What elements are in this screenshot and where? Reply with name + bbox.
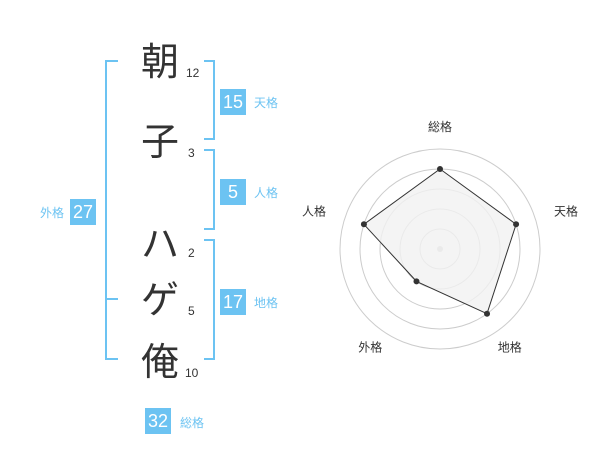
radar-axis-label-0: 総格 (428, 119, 452, 134)
soukaku-badge: 32 (145, 408, 172, 434)
stroke-count-5: 10 (185, 366, 199, 380)
gaikaku-label: 外格 (40, 206, 65, 220)
radar-axis-label-3: 外格 (358, 340, 382, 355)
radar-point-3 (413, 278, 420, 285)
radar-point-1 (513, 221, 520, 228)
stroke-count-1: 12 (186, 66, 200, 80)
radar-point-0 (437, 166, 443, 172)
stroke-count-4: 5 (188, 304, 195, 318)
radar-axis-label-4: 人格 (302, 203, 326, 218)
name-char-2: 子 (140, 120, 179, 164)
tenkaku-label: 天格 (254, 96, 279, 110)
radar-points (360, 166, 520, 317)
jinkaku-bracket (204, 149, 215, 230)
radar-point-4 (360, 221, 367, 228)
tenkaku-bracket (204, 60, 215, 140)
gaikaku-badge: 27 (70, 199, 97, 225)
stroke-count-3: 2 (188, 246, 195, 260)
radar-axis-label-1: 天格 (554, 203, 578, 218)
radar-axis-label-2: 地格 (498, 340, 522, 355)
name-char-3: ハ (140, 222, 179, 266)
name-char-4: ゲ (140, 278, 179, 322)
chikaku-label: 地格 (254, 296, 279, 310)
radar-ring-5 (339, 148, 541, 350)
jinkaku-label: 人格 (254, 186, 279, 200)
jinkaku-badge: 5 (220, 179, 246, 205)
name-char-5: 俺 (140, 340, 179, 384)
tenkaku-badge: 15 (220, 89, 247, 115)
radar-point-2 (484, 310, 491, 317)
radar-polygon (363, 168, 517, 315)
stroke-count-2: 3 (188, 146, 195, 160)
chikaku-badge: 17 (220, 289, 247, 315)
soukaku-label: 総格 (180, 416, 205, 430)
chikaku-bracket (204, 239, 215, 360)
gaikaku-bracket (105, 60, 118, 360)
name-char-1: 朝 (140, 40, 179, 84)
